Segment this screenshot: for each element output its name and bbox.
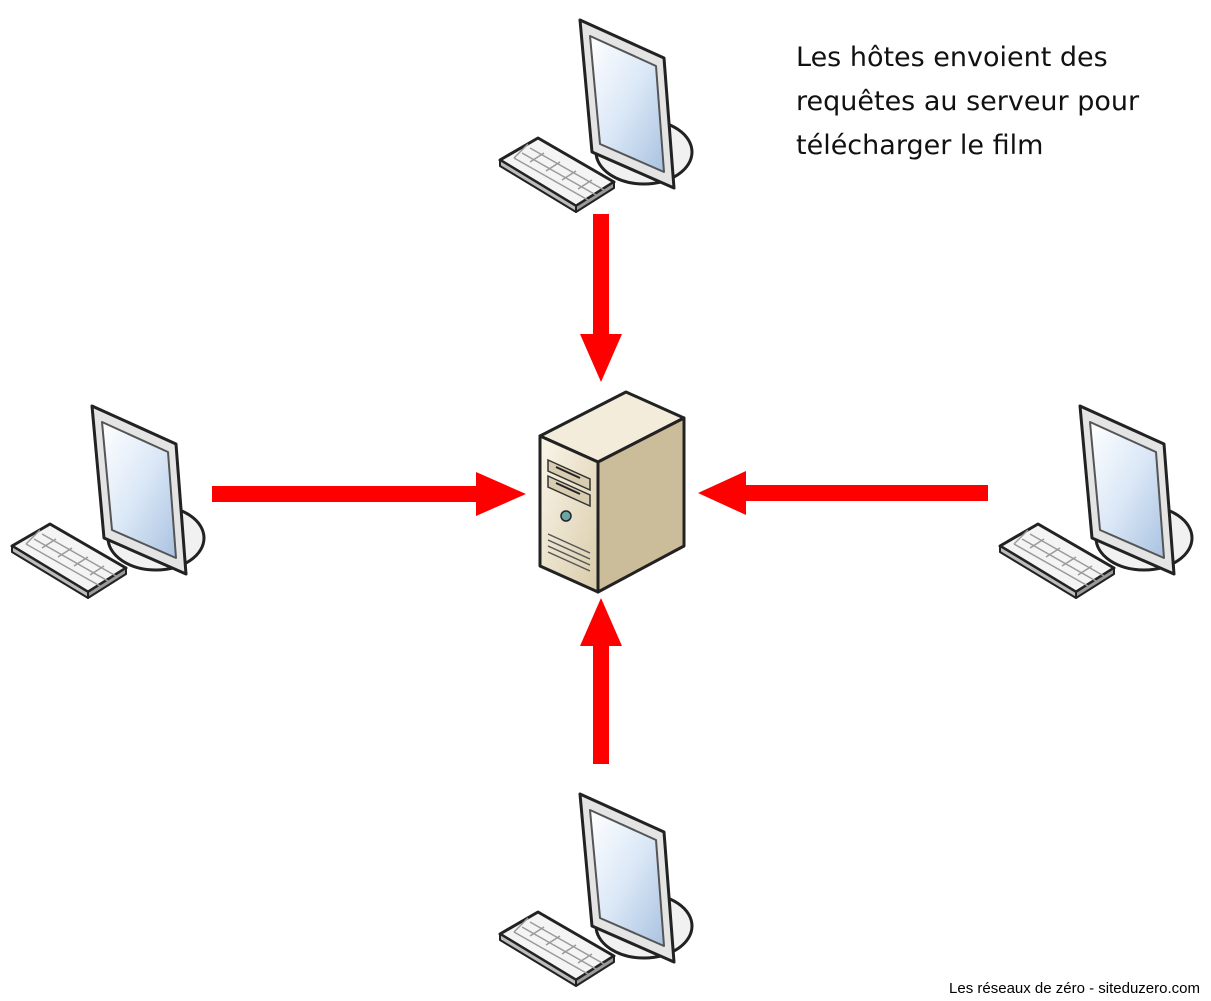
caption-line-1: Les hôtes envoient des	[796, 42, 1108, 73]
host-computer-top	[498, 18, 694, 214]
caption: Les hôtes envoient des requêtes au serve…	[796, 42, 1148, 161]
server-tower-icon	[538, 390, 686, 594]
host-computer-bottom	[498, 792, 694, 988]
arrow-bottom-to-server	[580, 598, 622, 764]
arrow-right-to-server	[698, 471, 988, 515]
host-computer-left	[10, 404, 206, 600]
caption-line-3: télécharger le film	[796, 130, 1043, 161]
desktop-computer-icon	[10, 404, 206, 600]
desktop-computer-icon	[498, 792, 694, 988]
arrow-left-to-server	[212, 472, 526, 516]
desktop-computer-icon	[498, 18, 694, 214]
caption-line-2: requêtes au serveur pour	[796, 86, 1140, 117]
host-computer-right	[998, 404, 1194, 600]
desktop-computer-icon	[998, 404, 1194, 600]
server	[538, 390, 686, 594]
credit-text: Les réseaux de zéro - siteduzero.com	[949, 980, 1200, 997]
arrow-top-to-server	[580, 214, 622, 382]
